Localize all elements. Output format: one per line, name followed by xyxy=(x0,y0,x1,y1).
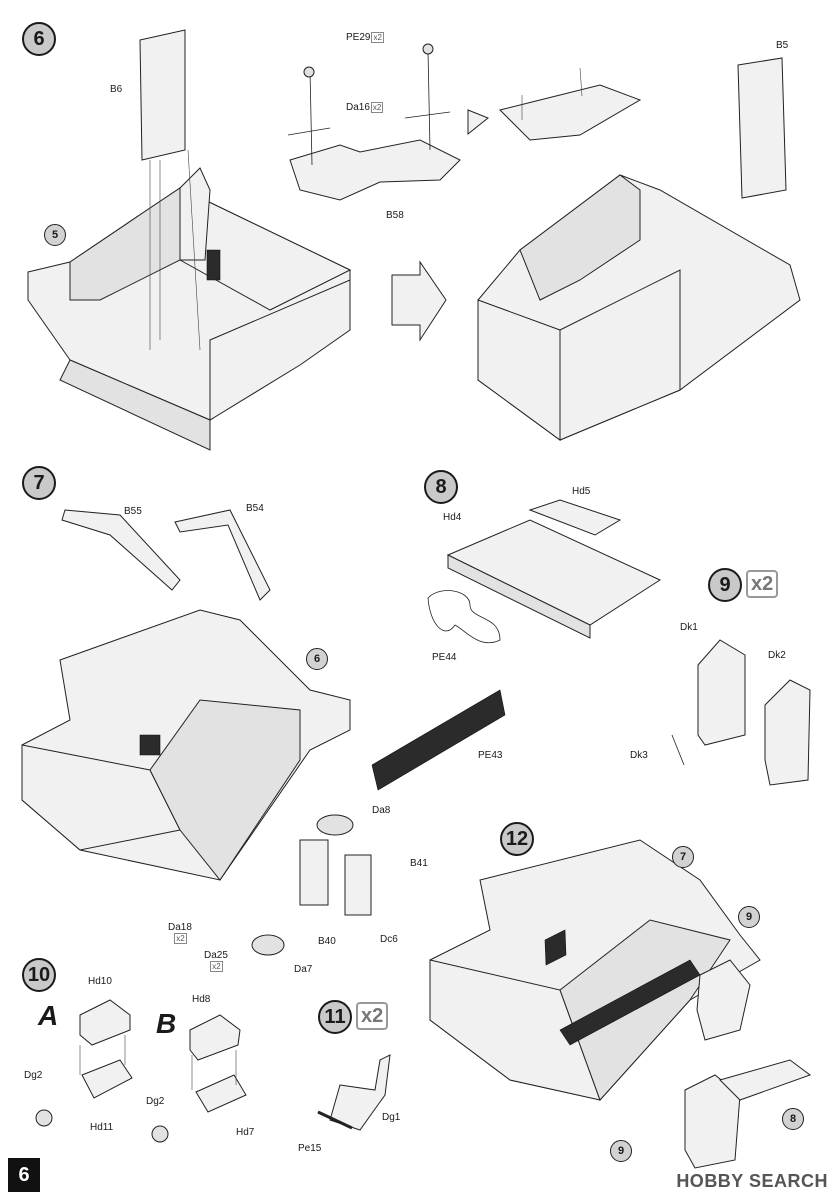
part-label-b54: B54 xyxy=(246,503,264,514)
step7-ref-6: 6 xyxy=(306,648,328,670)
step-9-marker: 9 xyxy=(708,568,742,602)
step6-ref-5: 5 xyxy=(44,224,66,246)
step-11-marker: 11 xyxy=(318,1000,352,1034)
da25-multiplier: x2 xyxy=(210,961,223,972)
step12-ref-8: 8 xyxy=(782,1108,804,1130)
pe29-multiplier: x2 xyxy=(371,32,384,43)
step-8-marker: 8 xyxy=(424,470,458,504)
step-9-number: 9 xyxy=(719,573,731,596)
part-label-dk3: Dk3 xyxy=(630,750,648,761)
step10-parts xyxy=(35,999,247,1143)
da18-code: Da18 xyxy=(168,922,192,933)
watermark: HOBBY SEARCH xyxy=(676,1171,828,1191)
part-label-hd5: Hd5 xyxy=(572,486,591,497)
step-7-marker: 7 xyxy=(22,466,56,500)
part-label-da8: Da8 xyxy=(372,805,391,816)
step-12-number: 12 xyxy=(505,827,529,850)
part-label-dg2-b: Dg2 xyxy=(146,1096,165,1107)
part-label-hd10: Hd10 xyxy=(88,976,112,987)
variant-b-label: B xyxy=(156,1008,177,1039)
step9-parts xyxy=(671,639,811,786)
step-11-multiplier: x2 xyxy=(356,1002,389,1030)
part-label-b5: B5 xyxy=(776,40,789,51)
step7-hull xyxy=(21,509,506,956)
step6-arrow xyxy=(391,260,447,342)
part-label-b55: B55 xyxy=(124,506,142,517)
step12-ref-9-bottom: 9 xyxy=(610,1140,632,1162)
part-label-hd7: Hd7 xyxy=(236,1127,255,1138)
part-label-dk2: Dk2 xyxy=(768,650,786,661)
step-7-number: 7 xyxy=(33,471,45,494)
part-label-dk1: Dk1 xyxy=(680,622,698,633)
step11-parts xyxy=(317,1054,391,1131)
da25-code: Da25 xyxy=(204,950,228,961)
part-label-dg2-a: Dg2 xyxy=(24,1070,43,1081)
step12-hull xyxy=(429,839,812,1169)
part-label-pe44: PE44 xyxy=(432,652,457,663)
part-label-dc6: Dc6 xyxy=(380,934,398,945)
step-6-number: 6 xyxy=(33,27,45,50)
step6-hull-left xyxy=(27,29,352,451)
step12-ref-7: 7 xyxy=(672,846,694,868)
step-11-number: 11 xyxy=(324,1005,346,1028)
step8-frame xyxy=(427,499,662,643)
variant-a-label: A xyxy=(38,1000,59,1031)
step-6-marker: 6 xyxy=(22,22,56,56)
part-label-pe43: PE43 xyxy=(478,750,503,761)
step12-ref-9-top: 9 xyxy=(738,906,760,928)
part-label-hd11: Hd11 xyxy=(90,1122,114,1133)
part-label-dg1: Dg1 xyxy=(382,1112,401,1123)
pe29-code: PE29 xyxy=(346,32,371,44)
da16-multiplier: x2 xyxy=(370,102,384,113)
step6-hull-right xyxy=(477,57,801,441)
part-label-b41: B41 xyxy=(410,858,428,869)
part-label-b58: B58 xyxy=(386,210,404,221)
step-12-marker: 12 xyxy=(500,822,534,856)
step-10-number: 10 xyxy=(27,963,51,986)
da16-code: Da16 xyxy=(346,102,370,114)
part-label-pe15: Pe15 xyxy=(298,1143,322,1154)
step-9-multiplier: x2 xyxy=(746,570,779,598)
part-label-b40: B40 xyxy=(318,936,336,947)
part-label-da7: Da7 xyxy=(294,964,313,975)
step6-subassembly-parts xyxy=(287,43,489,201)
part-label-hd4: Hd4 xyxy=(443,512,462,523)
part-label-b6: B6 xyxy=(110,84,123,95)
step-8-number: 8 xyxy=(435,475,447,498)
step-10-marker: 10 xyxy=(22,958,56,992)
da18-multiplier: x2 xyxy=(174,933,187,944)
part-label-hd8: Hd8 xyxy=(192,994,211,1005)
page-number: 6 xyxy=(8,1158,40,1192)
